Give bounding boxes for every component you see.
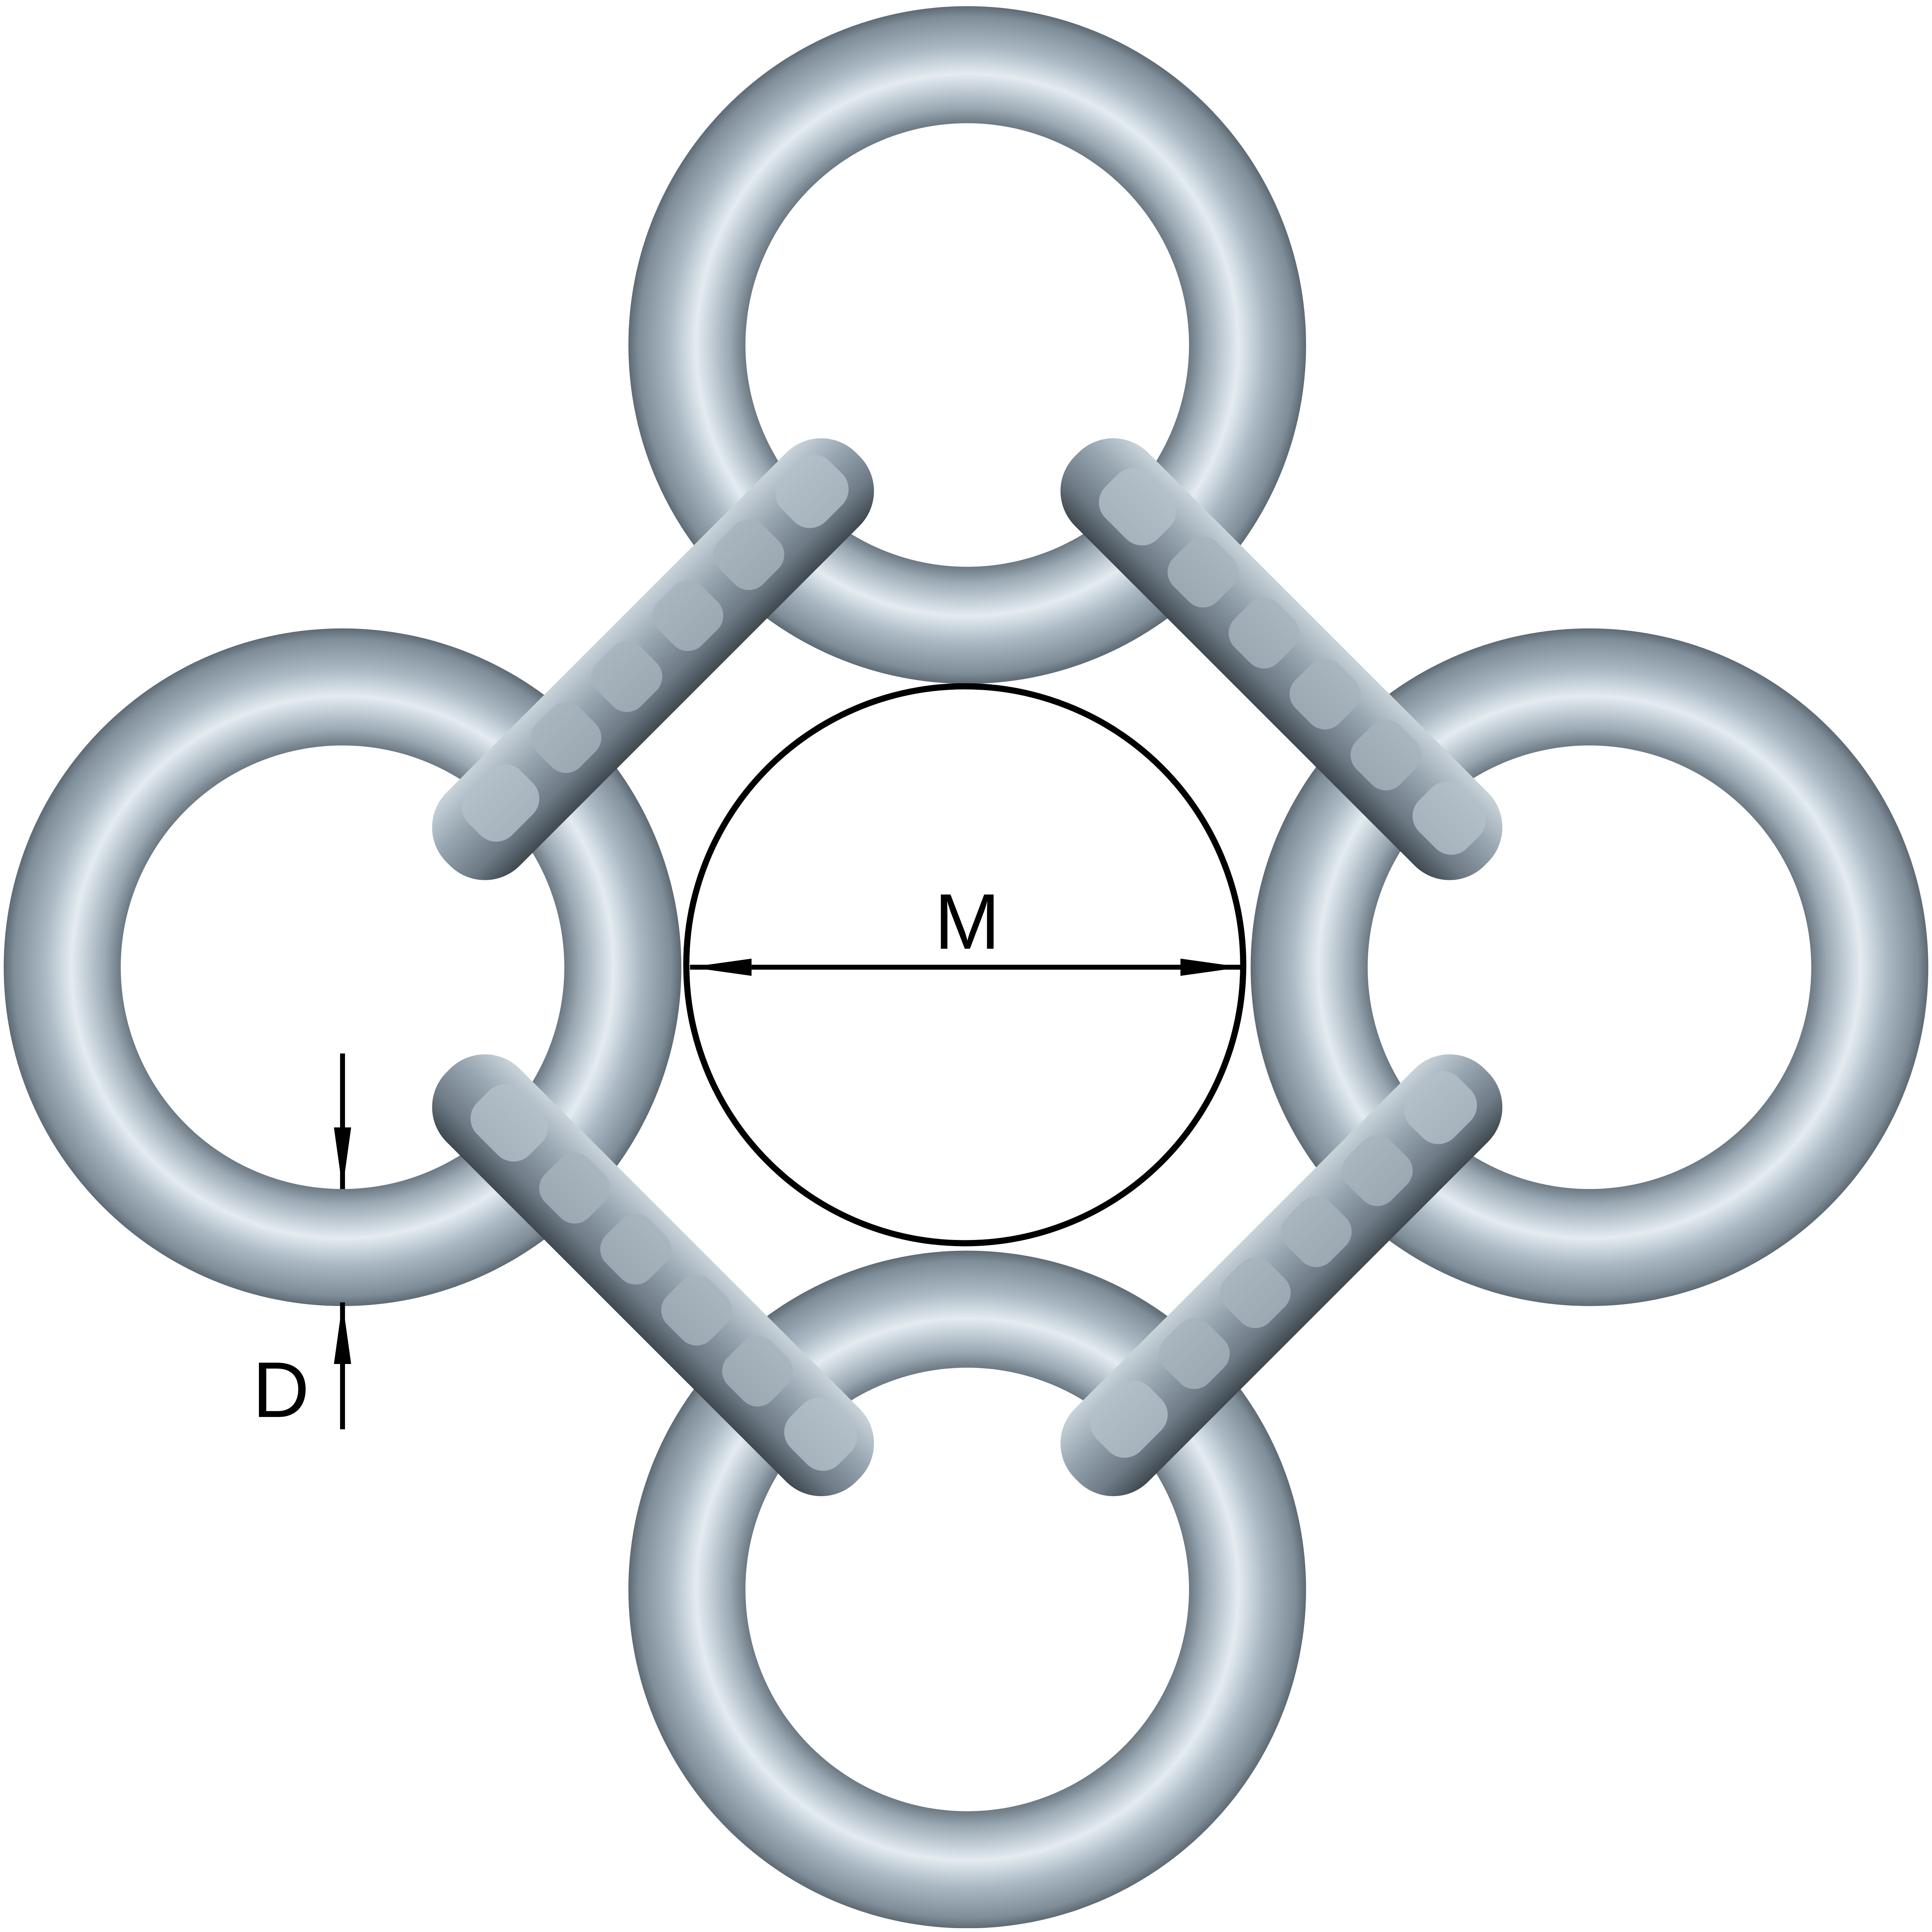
dimension-d: D — [252, 1053, 351, 1434]
dimension-label-m: M — [934, 878, 1000, 966]
dimension-label-d: D — [252, 1346, 309, 1434]
link-top-left — [412, 418, 895, 901]
link-bottom-left — [412, 1034, 895, 1517]
mesh-opening-circle — [683, 683, 1247, 1247]
dimension-m: M — [690, 878, 1242, 976]
